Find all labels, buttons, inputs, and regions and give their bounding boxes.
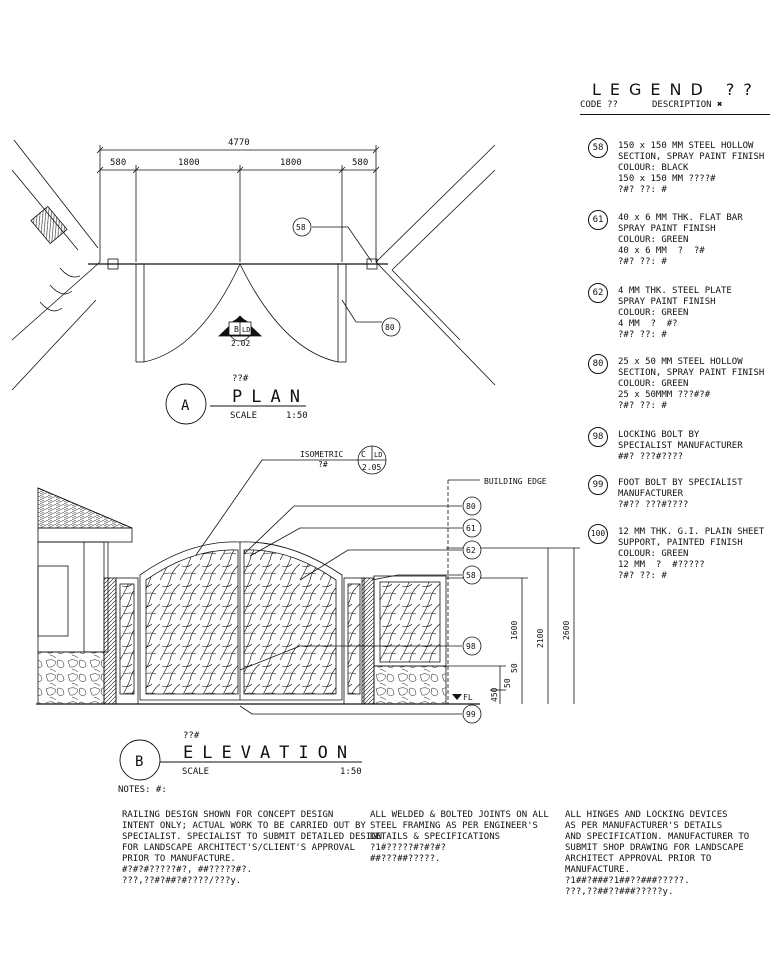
post-left [107, 258, 119, 270]
iso-sub: ?# [318, 460, 328, 469]
legend-desc: 4 MM THK. STEEL PLATE SPRAY PAINT FINISH… [618, 286, 732, 340]
legend-desc: 12 MM THK. G.I. PLAIN SHEET SUPPORT, PAI… [618, 527, 765, 581]
plan-callout-58 [292, 217, 312, 237]
plan-title: PLAN [232, 387, 309, 407]
svg-text:50: 50 [510, 663, 519, 673]
elevation-marker-letter: B [135, 754, 143, 770]
svg-text:62: 62 [466, 546, 476, 555]
elevation-callouts [462, 496, 482, 724]
elevation-drawing [36, 459, 580, 715]
elevation-title: ELEVATION [183, 743, 356, 763]
building-edge-label: BUILDING EDGE [484, 477, 547, 486]
elevation-title-marker [119, 739, 161, 781]
dim-3: 1800 [280, 158, 302, 168]
plan-section-num: 2.02 [231, 339, 250, 348]
fl-label: FL [463, 693, 473, 702]
svg-text:80: 80 [385, 323, 395, 332]
notes-col-1: RAILING DESIGN SHOWN FOR CONCEPT DESIGN … [122, 810, 383, 886]
legend-code: 98 [588, 427, 608, 447]
legend-code: 61 [588, 210, 608, 230]
notes-col-2: ALL WELDED & BOLTED JOINTS ON ALL STEEL … [370, 810, 549, 864]
legend-code: 58 [588, 138, 608, 158]
svg-text:1600: 1600 [510, 621, 519, 640]
plan-subtitle: ??# [232, 374, 249, 384]
dim-total: 4770 [228, 138, 250, 148]
elevation-scale-label: SCALE [182, 767, 209, 777]
elevation-scale: 1:50 [340, 767, 362, 777]
legend-col-desc: DESCRIPTION ✖ [652, 100, 723, 110]
legend-col-code: CODE ?? [580, 100, 618, 110]
legend-code: 62 [588, 283, 608, 303]
svg-text:58: 58 [296, 223, 306, 232]
svg-text:2600: 2600 [562, 621, 571, 640]
svg-text:80: 80 [466, 502, 476, 511]
svg-text:99: 99 [466, 710, 476, 719]
svg-text:C: C [361, 450, 366, 459]
legend-code: 80 [588, 354, 608, 374]
dim-1: 580 [110, 158, 126, 168]
legend-desc: 40 x 6 MM THK. FLAT BAR SPRAY PAINT FINI… [618, 213, 743, 267]
legend-title: LEGEND ?? [592, 80, 761, 99]
plan-callout-80 [381, 317, 401, 337]
svg-text:2100: 2100 [536, 629, 545, 648]
plan-title-marker [165, 383, 207, 425]
post-right [366, 258, 378, 270]
iso-label: ISOMETRIC [300, 450, 344, 459]
legend-desc: 150 x 150 MM STEEL HOLLOW SECTION, SPRAY… [618, 141, 765, 195]
legend-header: CODE ?? DESCRIPTION ✖ [580, 100, 770, 115]
legend-code: 99 [588, 475, 608, 495]
plan-left-wall [11, 139, 101, 391]
plan-section-marker [218, 315, 262, 342]
dim-4: 580 [352, 158, 368, 168]
svg-text:50: 50 [503, 678, 512, 688]
iso-ref-marker [357, 445, 387, 475]
plan-dimensions [96, 145, 380, 262]
legend-desc: LOCKING BOLT BY SPECIALIST MANUFACTURER … [618, 430, 743, 462]
svg-text:450: 450 [490, 687, 499, 702]
svg-text:61: 61 [466, 524, 476, 533]
svg-text:LD: LD [374, 451, 382, 459]
elevation-subtitle: ??# [183, 731, 200, 741]
svg-text:58: 58 [466, 571, 476, 580]
plan-right-wall [375, 144, 496, 386]
plan-scale: 1:50 [286, 411, 308, 421]
legend-desc: FOOT BOLT BY SPECIALIST MANUFACTURER ?#?… [618, 478, 743, 510]
notes-heading: NOTES: #: [118, 785, 167, 795]
gate-swing-arcs [135, 263, 347, 363]
notes-col-3: ALL HINGES AND LOCKING DEVICES AS PER MA… [565, 810, 750, 897]
svg-text:2.05: 2.05 [362, 463, 381, 472]
legend-code: 100 [588, 524, 608, 544]
legend-desc: 25 x 50 MM STEEL HOLLOW SECTION, SPRAY P… [618, 357, 765, 411]
dim-2: 1800 [178, 158, 200, 168]
plan-marker-letter: A [181, 398, 190, 414]
plan-section-sheet: LD [242, 326, 250, 334]
plan-section-ref: B [234, 325, 239, 334]
svg-text:98: 98 [466, 642, 476, 651]
plan-scale-label: SCALE [230, 411, 257, 421]
